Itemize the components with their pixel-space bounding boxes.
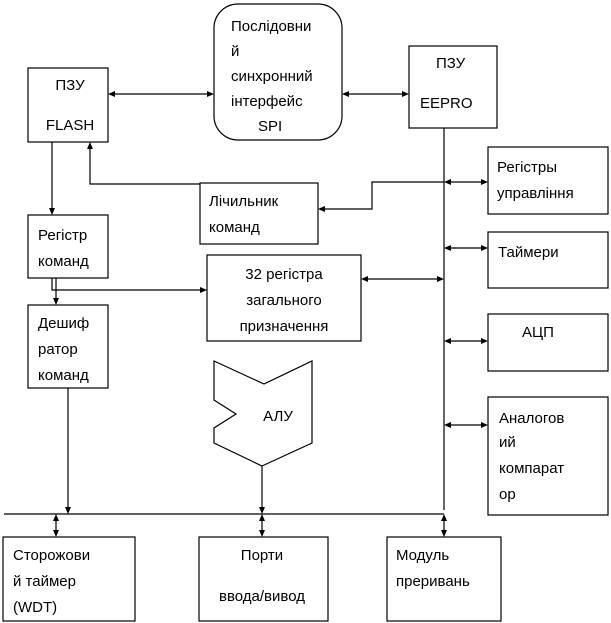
alu-line: АЛУ [263,408,293,425]
rom-eeprom-block [408,45,498,129]
program-counter-line: Лічильник [209,193,279,210]
program-counter-block [199,182,319,245]
rom-eeprom-line: EEPRO [420,95,473,112]
general-registers-block [206,254,362,342]
watchdog-timer-line: й таймер [13,573,76,590]
general-registers-line: загального [246,292,321,309]
instruction-decoder-line: Дешиф [38,315,89,332]
instruction-decoder-line: команд [38,367,89,384]
watchdog-timer-line: (WDT) [13,599,57,616]
interrupt-module-label: Модуль преривань [396,547,470,590]
analog-comparator-line: ор [499,486,516,503]
analog-comparator-line: компарат [499,460,564,477]
program-counter-label: Лічильник команд [209,193,279,236]
alu-label: АЛУ [263,408,293,425]
rom-flash-line: ПЗУ [55,77,85,94]
serial-interface-line: інтерфейс [231,93,303,110]
analog-comparator-line: Аналогов [499,410,564,427]
analog-comparator-line: ий [499,434,516,451]
interrupt-module-line: Модуль [396,547,449,564]
serial-interface-block [213,3,343,141]
watchdog-timer-label: Сторожови й таймер (WDT) [13,547,90,616]
instruction-register-block [27,214,109,279]
io-ports-line: Порти [241,547,283,564]
general-registers-label: 32 регістра загального призначення [240,266,329,335]
watchdog-timer-block [2,536,136,622]
analog-comparator-label: Аналогов ий компарат ор [499,410,564,503]
control-registers-line: Регістры [497,159,557,176]
rom-eeprom-line: ПЗУ [436,55,466,72]
adc-label: АЦП [522,324,554,341]
io-ports-line: ввода/вивод [219,588,305,605]
general-registers-line: 32 регістра [245,266,323,283]
timers-block [487,231,609,289]
control-registers-line: управління [497,185,574,202]
instruction-decoder-line: ратор [38,341,78,358]
instruction-register-line: команд [38,253,89,270]
rom-flash-block [27,67,109,143]
alu-block [213,360,313,467]
arrowheads [49,91,488,537]
timers-label: Таймери [498,244,559,261]
control-registers-block [487,146,609,215]
serial-interface-label: Послідовни й синхронний інтерфейс SPI [231,18,313,135]
timers-line: Таймери [498,244,559,261]
adc-block [487,313,609,372]
serial-interface-line: синхронний [231,68,313,85]
interrupt-module-line: преривань [396,573,470,590]
serial-interface-line: й [231,43,239,60]
interrupt-module-block [386,536,502,622]
connection-lines [4,93,482,531]
analog-comparator-block [487,396,609,516]
io-ports-label: Порти ввода/вивод [219,547,305,605]
instruction-register-line: Регістр [38,227,87,244]
rom-eeprom-label: ПЗУ EEPRO [420,55,473,112]
rom-flash-line: FLASH [46,117,94,134]
program-counter-line: команд [209,219,260,236]
general-registers-line: призначення [240,318,329,335]
rom-flash-label: ПЗУ FLASH [46,77,94,134]
control-registers-label: Регістры управління [497,159,574,202]
serial-interface-line: Послідовни [231,18,311,35]
instruction-decoder-label: Дешиф ратор команд [38,315,89,384]
io-ports-block [198,536,329,622]
instruction-decoder-block [27,304,109,389]
serial-interface-line: SPI [258,118,282,135]
instruction-register-label: Регістр команд [38,227,89,270]
adc-line: АЦП [522,324,554,341]
watchdog-timer-line: Сторожови [13,547,90,564]
